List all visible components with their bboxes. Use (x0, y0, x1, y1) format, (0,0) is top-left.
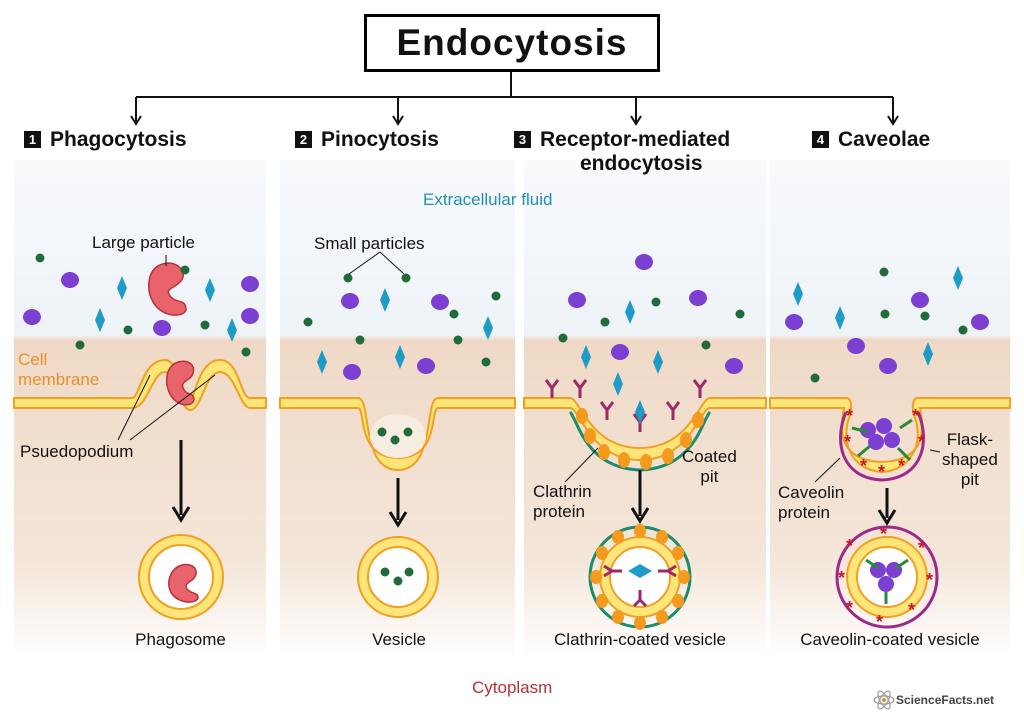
panel-caveolae: ** ** ** * (769, 266, 1011, 632)
panel-receptor-mediated (523, 254, 767, 630)
heading-receptor-mediated-line2: endocytosis (580, 152, 703, 175)
cell-membrane (523, 397, 767, 462)
svg-text:*: * (918, 538, 925, 558)
sciencefacts-logo: ScienceFacts.net (896, 693, 995, 707)
large-particle-label: Large particle (92, 233, 196, 252)
caption-phagosome: Phagosome (135, 630, 226, 649)
svg-text:*: * (878, 462, 885, 482)
page-title: Endocytosis (364, 14, 660, 72)
svg-text:*: * (918, 432, 925, 452)
clathrin-protein-label: Clathrin protein (533, 482, 592, 521)
svg-text:*: * (880, 524, 887, 544)
svg-text:*: * (860, 456, 867, 476)
caveolin-coated-vesicle (835, 525, 939, 629)
svg-text:*: * (908, 600, 915, 620)
caveolin-coat (839, 411, 925, 482)
caption-clathrin-coated-vesicle: Clathrin-coated vesicle (554, 630, 726, 649)
step-number-1: 1 (24, 131, 41, 148)
caveolin-protein-label: Caveolin protein (778, 483, 845, 522)
svg-text:*: * (838, 568, 845, 588)
svg-text:*: * (844, 432, 851, 452)
svg-text:*: * (926, 570, 933, 590)
large-particle (147, 262, 187, 316)
panel-phagocytosis (13, 253, 267, 620)
step-number-4: 4 (812, 131, 829, 148)
svg-text:*: * (898, 456, 905, 476)
connector-lines (130, 72, 899, 126)
caption-vesicle: Vesicle (372, 630, 426, 649)
svg-text:*: * (876, 612, 883, 632)
cytoplasm-label: Cytoplasm (472, 678, 553, 697)
psuedopodium-label: Psuedopodium (20, 442, 134, 461)
small-particles-label: Small particles (314, 234, 425, 253)
svg-text:*: * (846, 536, 853, 556)
step-number-2: 2 (295, 131, 312, 148)
flask-shaped-pit-label: Flask- shaped pit (942, 430, 998, 489)
cell-membrane (279, 397, 516, 472)
svg-text:*: * (846, 598, 853, 618)
extracellular-fluid-label: Extracellular fluid (423, 190, 553, 209)
caption-caveolin-coated-vesicle: Caveolin-coated vesicle (800, 630, 980, 649)
logo-atom-icon (873, 690, 895, 710)
cell-membrane-label: Cell membrane (18, 350, 100, 389)
panel-pinocytosis (279, 251, 516, 618)
step-number-3: 3 (514, 131, 531, 148)
cell-membrane (769, 397, 1011, 474)
coated-pit-label: Coated pit (682, 447, 737, 486)
svg-text:*: * (912, 406, 919, 426)
svg-text:*: * (846, 406, 853, 426)
